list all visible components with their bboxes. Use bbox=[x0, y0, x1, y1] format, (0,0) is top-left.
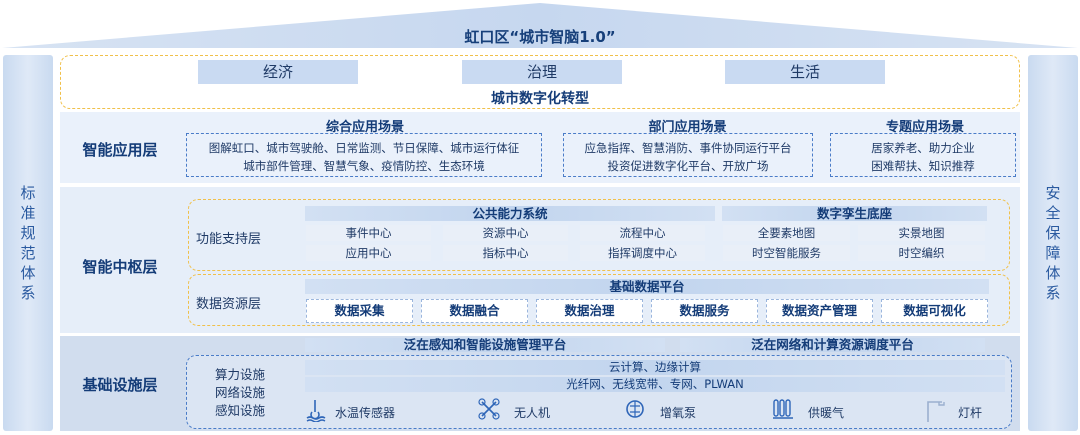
twin-cell: 时空编织 bbox=[858, 245, 985, 261]
heater-icon bbox=[772, 398, 796, 424]
group-box-comprehensive bbox=[186, 133, 542, 177]
public-capability-bar: 公共能力系统 bbox=[305, 206, 715, 221]
pillar-char: 障 bbox=[1045, 244, 1061, 262]
pillar-char: 系 bbox=[1045, 284, 1061, 302]
data-cell: 数据资产管理 bbox=[766, 299, 873, 323]
group-line: 应急指挥、智慧消防、事件协同运行平台 bbox=[584, 141, 792, 155]
streetlight-icon bbox=[924, 398, 948, 426]
twin-cell: 全要素地图 bbox=[723, 225, 850, 241]
digital-twin-bar: 数字孪生底座 bbox=[722, 206, 987, 221]
infra-sub-label: 感知设施 bbox=[215, 403, 266, 418]
pillar-char: 规 bbox=[20, 224, 36, 242]
standards-pillar bbox=[3, 55, 53, 431]
drone-icon bbox=[478, 398, 500, 424]
twin-cell: 时空智能服务 bbox=[723, 245, 850, 261]
sensor-label: 水温传感器 bbox=[335, 406, 396, 420]
hub-layer-label: 智能中枢层 bbox=[82, 258, 158, 276]
security-pillar bbox=[1028, 55, 1078, 431]
pillar-char: 范 bbox=[20, 244, 36, 262]
pillar-char: 系 bbox=[20, 284, 36, 302]
capability-cell: 流程中心 bbox=[580, 225, 705, 241]
transformation-frame bbox=[60, 55, 1020, 109]
network-bar: 光纤网、无线宽带、专网、PLWAN bbox=[305, 377, 1005, 392]
infra-sub-label: 网络设施 bbox=[215, 385, 266, 400]
transformation-title: 城市数字化转型 bbox=[491, 91, 589, 107]
group-title-comprehensive: 综合应用场景 bbox=[325, 120, 404, 135]
pillar-char: 全 bbox=[1045, 204, 1061, 222]
capability-cell: 应用中心 bbox=[306, 245, 431, 261]
compute-bar: 云计算、边缘计算 bbox=[305, 360, 1005, 375]
data-cell: 数据治理 bbox=[536, 299, 643, 323]
group-box-department bbox=[563, 133, 813, 177]
group-line: 居家养老、助力企业 bbox=[871, 141, 975, 155]
roof-shape bbox=[2, 3, 1078, 48]
function-support-label: 功能支持层 bbox=[196, 232, 262, 247]
category-life: 生活 bbox=[725, 60, 885, 84]
group-title-department: 部门应用场景 bbox=[648, 120, 727, 135]
category-economy: 经济 bbox=[198, 60, 358, 84]
pillar-char: 体 bbox=[1045, 264, 1061, 282]
network-platform-bar: 泛在网络和计算资源调度平台 bbox=[680, 338, 985, 352]
capability-cell: 指标中心 bbox=[443, 245, 568, 261]
function-support-frame bbox=[188, 199, 1010, 271]
aerator-pump-icon bbox=[624, 398, 646, 424]
sensing-platform-bar: 泛在感知和智能设施管理平台 bbox=[305, 338, 665, 352]
pillar-char: 准 bbox=[20, 204, 36, 222]
sensor-label: 无人机 bbox=[514, 406, 551, 420]
infra-sub-label: 算力设施 bbox=[215, 367, 266, 382]
pillar-char: 体 bbox=[20, 264, 36, 282]
capability-cell: 资源中心 bbox=[443, 225, 568, 241]
water-temperature-icon bbox=[305, 398, 327, 426]
data-cell: 数据可视化 bbox=[881, 299, 988, 323]
pillar-char: 安 bbox=[1045, 184, 1061, 202]
data-cell: 数据服务 bbox=[651, 299, 758, 323]
data-resource-frame bbox=[188, 274, 1010, 326]
sensor-label: 供暖气 bbox=[808, 406, 845, 420]
application-layer-label: 智能应用层 bbox=[82, 141, 158, 159]
pillar-char: 保 bbox=[1045, 224, 1061, 242]
security-pillar-text: 安 全 保 障 体 系 bbox=[1028, 183, 1078, 303]
standards-pillar-text: 标 准 规 范 体 系 bbox=[3, 183, 53, 303]
capability-cell: 指挥调度中心 bbox=[580, 245, 705, 261]
group-title-special: 专题应用场景 bbox=[885, 120, 964, 135]
group-line: 图解虹口、城市驾驶舱、日常监测、节日保障、城市运行体征 bbox=[208, 141, 520, 155]
capability-cell: 事件中心 bbox=[306, 225, 431, 241]
group-box-special bbox=[830, 133, 1016, 177]
data-cell: 数据采集 bbox=[306, 299, 413, 323]
data-resource-label: 数据资源层 bbox=[196, 297, 262, 312]
category-governance: 治理 bbox=[462, 60, 622, 84]
base-data-platform-bar: 基础数据平台 bbox=[305, 279, 989, 294]
group-line: 投资促进数字化平台、开放广场 bbox=[607, 159, 769, 173]
data-cell: 数据融合 bbox=[421, 299, 528, 323]
pillar-char: 标 bbox=[20, 184, 36, 202]
sensor-label: 灯杆 bbox=[958, 406, 983, 420]
page-title: 虹口区“城市智脑1.0” bbox=[464, 28, 616, 46]
application-layer-panel bbox=[60, 112, 1020, 183]
group-line: 城市部件管理、智慧气象、疫情防控、生态环境 bbox=[243, 159, 485, 173]
group-line: 困难帮扶、知识推荐 bbox=[871, 159, 975, 173]
sensor-label: 增氧泵 bbox=[660, 406, 697, 420]
twin-cell: 实景地图 bbox=[858, 225, 985, 241]
infra-layer-label: 基础设施层 bbox=[82, 376, 158, 394]
